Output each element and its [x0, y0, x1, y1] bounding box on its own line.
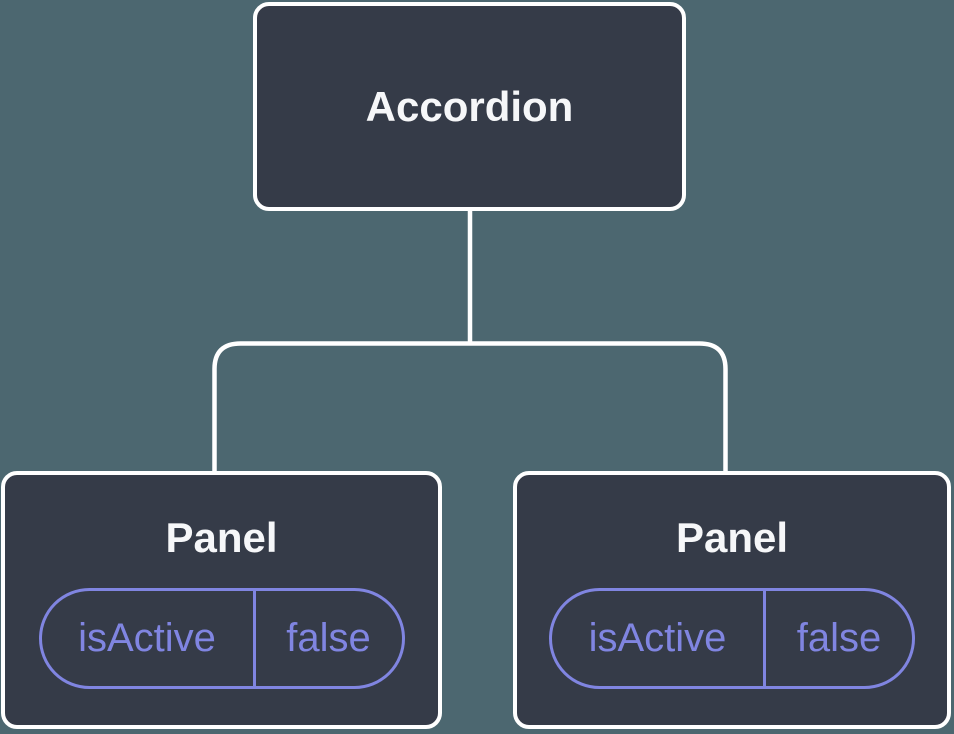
root-node-label: Accordion: [365, 82, 574, 130]
state-pill: isActive false: [549, 588, 915, 689]
state-value: false: [252, 591, 402, 686]
panel-node-left: Panel isActive false: [1, 471, 442, 729]
state-pill: isActive false: [38, 588, 405, 689]
state-key: isActive: [588, 616, 727, 660]
panel-node-label: Panel: [675, 514, 789, 561]
state-value: false: [763, 591, 912, 686]
panel-node-label: Panel: [165, 514, 278, 561]
state-key: isActive: [78, 616, 216, 660]
children-branch-line: [212, 341, 728, 473]
panel-node-right: Panel isActive false: [513, 471, 951, 729]
root-node-accordion: Accordion: [253, 2, 686, 211]
